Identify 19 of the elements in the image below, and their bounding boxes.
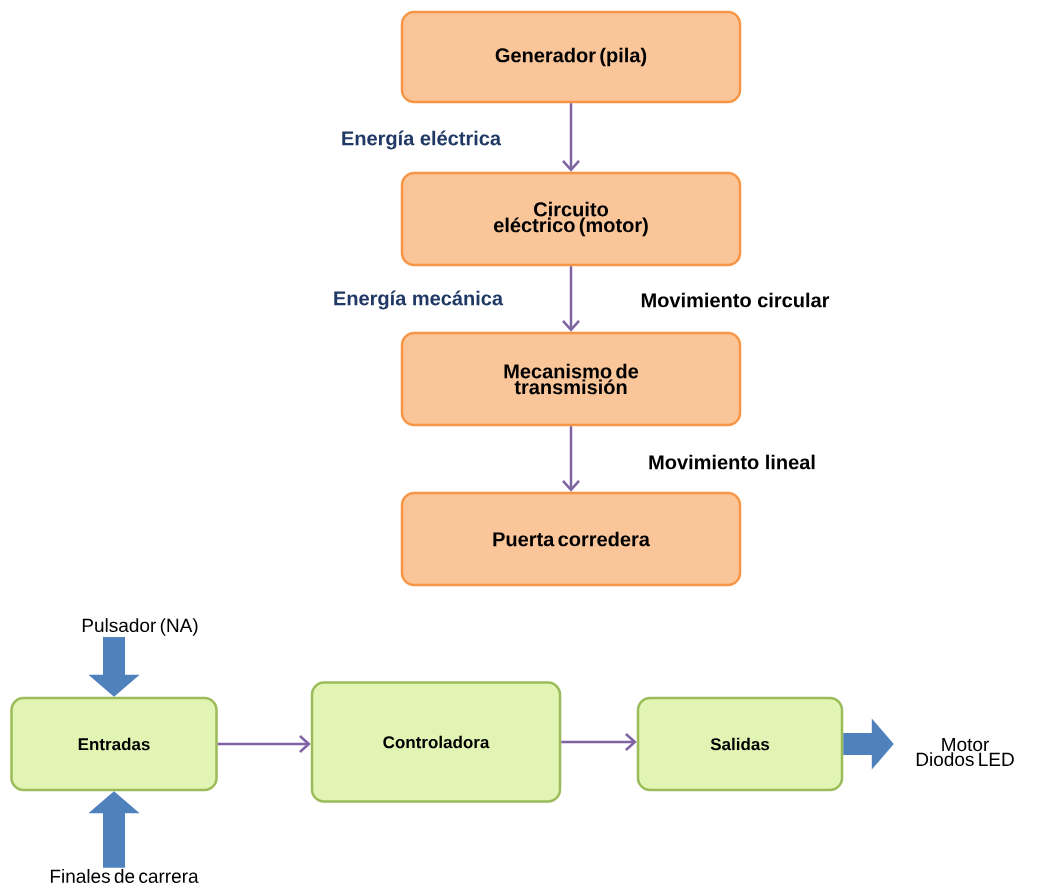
signal-label: Pulsador (NA) — [82, 618, 198, 636]
process-box: Mecanismo de transmisión — [400, 331, 742, 427]
edge-label: Energía mecánica — [334, 290, 504, 310]
edge-label: Energía eléctrica — [342, 130, 502, 150]
process-box: Circuito eléctrico (motor) — [400, 171, 742, 267]
process-box: Entradas — [10, 696, 218, 792]
process-box: Controladora — [310, 681, 562, 803]
arrow — [562, 266, 580, 332]
signal-label: Motor Diodos LED — [916, 737, 1014, 767]
edge-label: Movimiento lineal — [649, 454, 815, 470]
process-box: Generador (pila) — [400, 10, 742, 104]
arrow — [562, 426, 580, 492]
process-box: Puerta corredera — [400, 491, 742, 587]
motion-label: Movimiento circular — [641, 292, 830, 308]
signal-label: Finales de carrera — [50, 869, 199, 883]
arrow — [561, 733, 637, 751]
arrow — [562, 103, 580, 172]
arrow — [217, 735, 311, 753]
process-box: Salidas — [636, 696, 844, 792]
